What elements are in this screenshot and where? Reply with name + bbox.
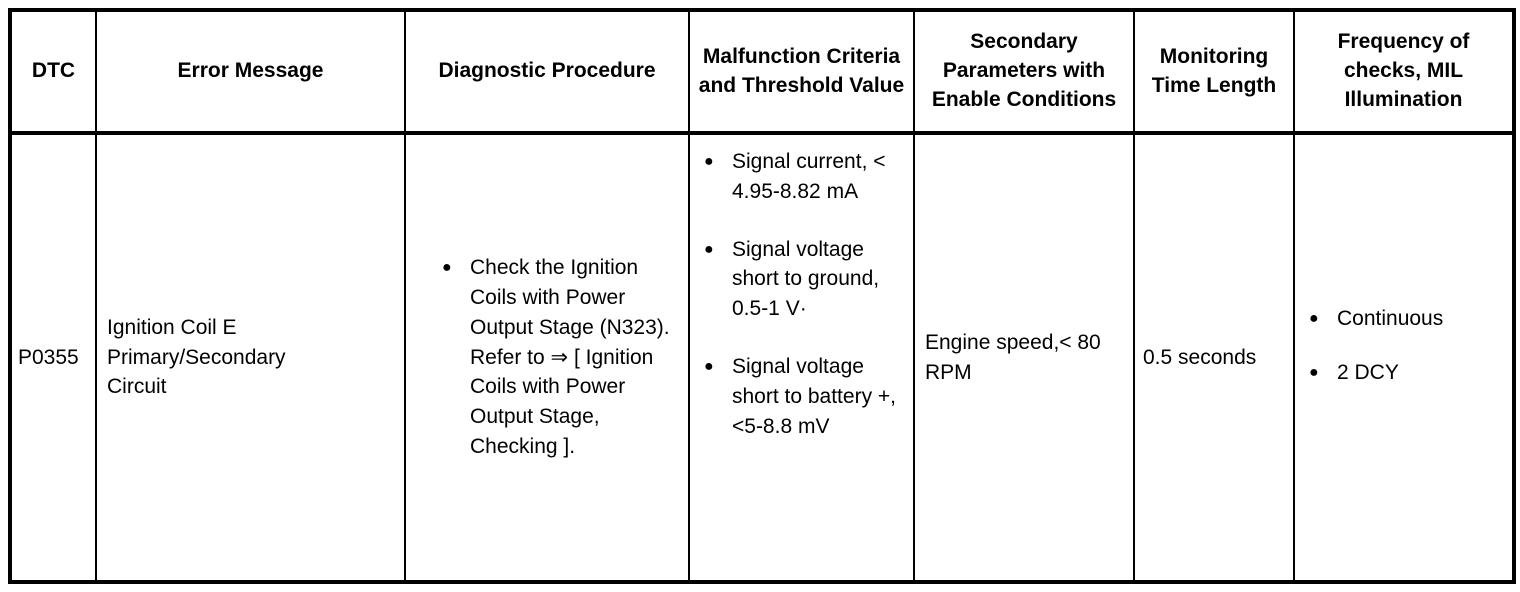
list-item: ● Signal voltage short to battery +, <5-… bbox=[698, 352, 905, 441]
bullet-icon: ● bbox=[704, 358, 714, 376]
list-item: ● 2 DCY bbox=[1303, 358, 1504, 388]
frequency-text: Continuous bbox=[1337, 306, 1444, 330]
frequency-text: 2 DCY bbox=[1337, 360, 1399, 384]
diagnostic-procedure-list: ● Check the Ignition Coils with Power Ou… bbox=[414, 253, 680, 462]
list-item: ● Signal current, < 4.95-8.82 mA bbox=[698, 147, 905, 207]
cell-error-message: Ignition Coil E Primary/Secondary Circui… bbox=[95, 132, 406, 583]
bullet-icon: ● bbox=[1309, 363, 1319, 381]
list-item: ● Signal voltage short to ground, 0.5-1 … bbox=[698, 235, 905, 324]
col-header-diagnostic-procedure: Diagnostic Procedure bbox=[404, 9, 690, 135]
malfunction-criteria-list: ● Signal current, < 4.95-8.82 mA ● Signa… bbox=[698, 147, 905, 442]
bullet-icon: ● bbox=[442, 259, 452, 277]
cell-malfunction-criteria: ● Signal current, < 4.95-8.82 mA ● Signa… bbox=[688, 132, 915, 583]
table-header-row: DTC Error Message Diagnostic Procedure M… bbox=[9, 9, 1515, 135]
table-row: P0355 Ignition Coil E Primary/Secondary … bbox=[9, 132, 1515, 583]
frequency-list: ● Continuous ● 2 DCY bbox=[1303, 304, 1504, 388]
criteria-text: Signal voltage short to ground, 0.5-1 V· bbox=[732, 237, 880, 321]
cell-frequency-of-checks: ● Continuous ● 2 DCY bbox=[1293, 132, 1515, 583]
cell-secondary-parameters: Engine speed,< 80 RPM bbox=[913, 132, 1135, 583]
col-header-malfunction-criteria: Malfunction Criteria and Threshold Value bbox=[688, 9, 915, 135]
col-header-dtc: DTC bbox=[9, 9, 97, 135]
cell-diagnostic-procedure: ● Check the Ignition Coils with Power Ou… bbox=[404, 132, 690, 583]
cell-dtc-code: P0355 bbox=[9, 132, 97, 583]
col-header-frequency: Frequency of checks, MIL Illumination bbox=[1293, 9, 1515, 135]
col-header-error-message: Error Message bbox=[95, 9, 406, 135]
bullet-icon: ● bbox=[704, 240, 714, 258]
bullet-icon: ● bbox=[1309, 309, 1319, 327]
cell-monitoring-time: 0.5 seconds bbox=[1133, 132, 1295, 583]
criteria-text: Signal current, < 4.95-8.82 mA bbox=[732, 150, 886, 203]
dtc-table: DTC Error Message Diagnostic Procedure M… bbox=[8, 8, 1516, 584]
list-item: ● Continuous bbox=[1303, 304, 1504, 334]
col-header-monitoring-time: Monitoring Time Length bbox=[1133, 9, 1295, 135]
diagnostic-step-text: Check the Ignition Coils with Power Outp… bbox=[470, 256, 670, 459]
list-item: ● Check the Ignition Coils with Power Ou… bbox=[436, 253, 680, 462]
criteria-text: Signal voltage short to battery +, <5-8.… bbox=[732, 355, 897, 438]
col-header-secondary-parameters: Secondary Parameters with Enable Conditi… bbox=[913, 9, 1135, 135]
bullet-icon: ● bbox=[704, 153, 714, 170]
